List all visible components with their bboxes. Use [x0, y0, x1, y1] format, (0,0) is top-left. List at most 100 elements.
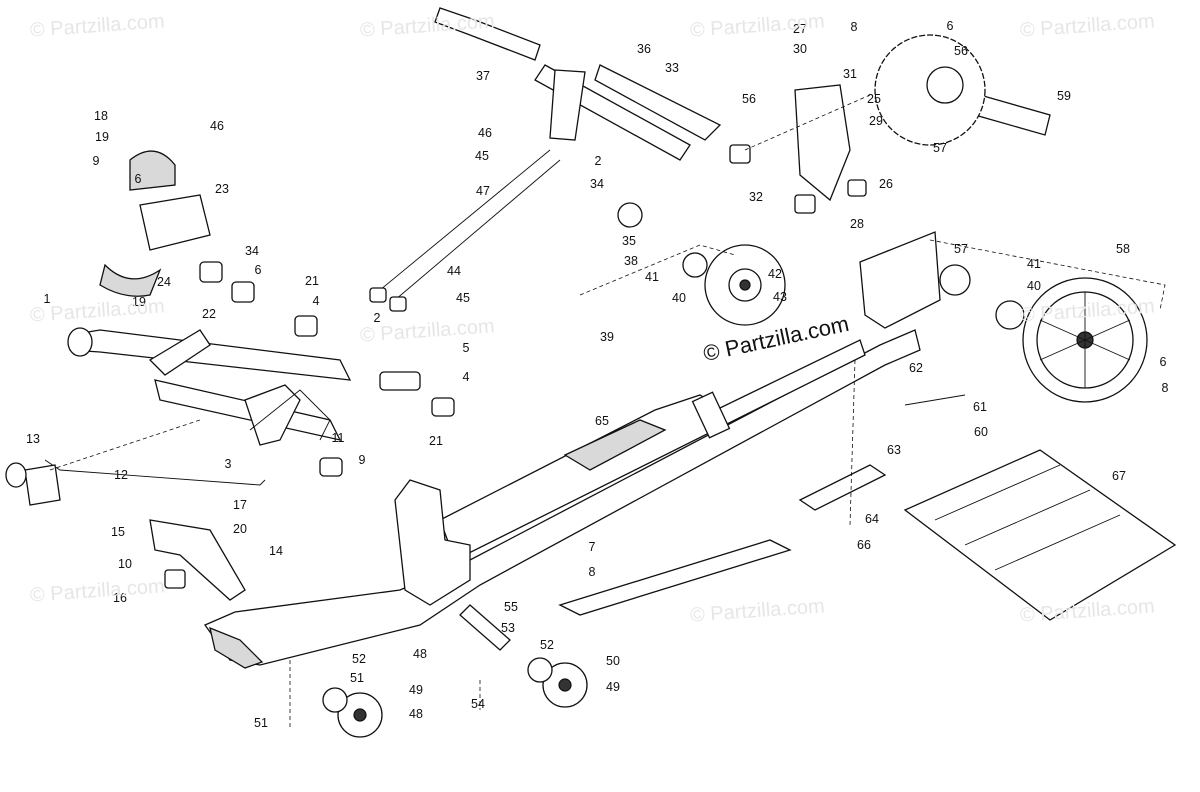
- callout-number: 21: [429, 434, 443, 448]
- callout-number: 12: [114, 468, 128, 482]
- callout-number: 30: [793, 42, 807, 56]
- front-arm-assembly: [67, 327, 352, 446]
- callout-number: 38: [624, 254, 638, 268]
- callout-number: 6: [135, 172, 142, 186]
- spring-parts: [5, 459, 266, 601]
- callout-number: 15: [111, 525, 125, 539]
- callout-number: 45: [475, 149, 489, 163]
- callout-number: 51: [254, 716, 268, 730]
- callout-number: 52: [540, 638, 554, 652]
- callout-number: 13: [26, 432, 40, 446]
- callout-number: 41: [645, 270, 659, 284]
- skid-frame: [204, 231, 941, 669]
- callout-number: 18: [94, 109, 108, 123]
- callout-number: 1: [44, 292, 51, 306]
- callout-number: 49: [409, 683, 423, 697]
- callout-number: 19: [95, 130, 109, 144]
- callout-number: 51: [350, 671, 364, 685]
- callout-number: 29: [869, 114, 883, 128]
- callout-number: 62: [909, 361, 923, 375]
- callout-number: 63: [887, 443, 901, 457]
- callout-number: 32: [749, 190, 763, 204]
- callout-number: 47: [476, 184, 490, 198]
- callout-number: 24: [157, 275, 171, 289]
- callout-number: 49: [606, 680, 620, 694]
- callout-number: 53: [501, 621, 515, 635]
- callout-number: 48: [413, 647, 427, 661]
- callout-number: 6: [947, 19, 954, 33]
- callout-number: 46: [210, 119, 224, 133]
- callout-number: 35: [622, 234, 636, 248]
- callout-number: 48: [409, 707, 423, 721]
- callout-number: 25: [867, 92, 881, 106]
- callout-number: 10: [118, 557, 132, 571]
- callout-number: 2: [595, 154, 602, 168]
- rear-linkage: [729, 84, 1051, 214]
- callout-number: 26: [879, 177, 893, 191]
- callout-number: 61: [973, 400, 987, 414]
- callout-number: 11: [332, 431, 345, 445]
- callout-number: 9: [93, 154, 100, 168]
- callout-number: 52: [352, 652, 366, 666]
- callout-number: 58: [1116, 242, 1130, 256]
- callout-number: 40: [672, 291, 686, 305]
- callout-number: 55: [504, 600, 518, 614]
- callout-number: 4: [463, 370, 470, 384]
- callout-number: 16: [113, 591, 127, 605]
- callout-number: 40: [1027, 279, 1041, 293]
- callout-number: 56: [954, 44, 968, 58]
- callout-number: 8: [851, 20, 858, 34]
- callout-number: 9: [359, 453, 366, 467]
- callout-number: 59: [1057, 89, 1071, 103]
- callout-number: 6: [255, 263, 262, 277]
- callout-number: 57: [954, 242, 968, 256]
- callout-number: 57: [933, 141, 947, 155]
- callout-number: 45: [456, 291, 470, 305]
- callout-number: 2: [374, 311, 381, 325]
- upper-shaft-assembly: [369, 7, 722, 312]
- callout-number: 46: [478, 126, 492, 140]
- callout-number: 67: [1112, 469, 1126, 483]
- callout-number: 60: [974, 425, 988, 439]
- callout-number: 28: [850, 217, 864, 231]
- callout-number: 20: [233, 522, 247, 536]
- callout-number: 33: [665, 61, 679, 75]
- callout-number: 34: [245, 244, 259, 258]
- callout-number: 7: [589, 540, 596, 554]
- slides-and-panel: [459, 394, 1177, 651]
- callout-number: 36: [637, 42, 651, 56]
- callout-number: 22: [202, 307, 216, 321]
- callout-number: 14: [269, 544, 283, 558]
- left-bracket-parts: [99, 150, 455, 477]
- callout-number: 19: [132, 295, 146, 309]
- callout-number: 8: [1162, 381, 1169, 395]
- callout-number: 64: [865, 512, 879, 526]
- callout-number: 42: [768, 267, 782, 281]
- callout-number: 27: [793, 22, 807, 36]
- wheels: [322, 34, 1148, 738]
- callout-labels: 1223445666678889910111213141516171819192…: [26, 19, 1168, 730]
- group-lines: [49, 94, 1166, 730]
- callout-number: 43: [773, 290, 787, 304]
- callout-number: 6: [1160, 355, 1167, 369]
- callout-number: 17: [233, 498, 247, 512]
- callout-number: 39: [600, 330, 614, 344]
- callout-number: 23: [215, 182, 229, 196]
- callout-number: 65: [595, 414, 609, 428]
- callout-number: 4: [313, 294, 320, 308]
- callout-number: 54: [471, 697, 485, 711]
- callout-number: 37: [476, 69, 490, 83]
- callout-number: 44: [447, 264, 461, 278]
- callout-number: 21: [305, 274, 319, 288]
- callout-number: 8: [589, 565, 596, 579]
- callout-number: 34: [590, 177, 604, 191]
- callout-number: 5: [463, 341, 470, 355]
- callout-number: 66: [857, 538, 871, 552]
- callout-number: 41: [1027, 257, 1041, 271]
- callout-number: 3: [225, 457, 232, 471]
- callout-number: 31: [843, 67, 857, 81]
- callout-number: 56: [742, 92, 756, 106]
- callout-number: 50: [606, 654, 620, 668]
